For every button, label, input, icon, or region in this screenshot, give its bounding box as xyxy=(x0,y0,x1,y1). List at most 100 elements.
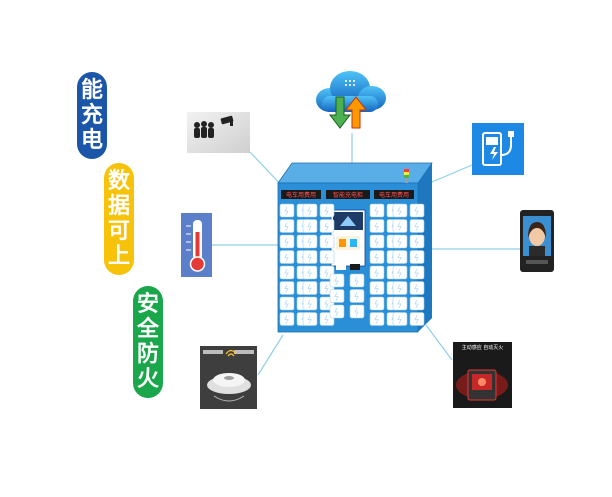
feature-pill-fire-safety: 安 全 防 火 xyxy=(133,286,163,398)
bolt-mark-icon xyxy=(374,222,379,231)
locker-door-grid xyxy=(279,203,425,326)
bolt-mark-icon xyxy=(284,315,289,324)
locker-door xyxy=(279,296,295,311)
feature-char: 安 xyxy=(136,292,159,317)
bolt-mark-icon xyxy=(374,299,379,309)
locker-door xyxy=(392,250,408,264)
people-camera-icon xyxy=(187,112,250,153)
locker-door xyxy=(369,296,385,311)
bolt-mark-icon xyxy=(284,284,289,293)
feature-char: 据 xyxy=(107,194,130,219)
bolt-mark-icon xyxy=(414,299,419,309)
bolt-mark-icon xyxy=(374,284,379,293)
fire-extinguisher-screen-icon: 主动感应 自动灭火 xyxy=(453,342,512,408)
feature-char: 电 xyxy=(80,128,103,153)
bolt-mark-icon xyxy=(414,284,419,293)
connector-line xyxy=(425,324,453,361)
locker-door xyxy=(409,312,425,326)
bolt-mark-icon xyxy=(334,307,339,317)
bolt-mark-icon xyxy=(397,284,402,293)
locker-door xyxy=(349,273,365,288)
locker-door xyxy=(369,234,385,249)
feature-char: 上 xyxy=(107,244,130,269)
bolt-mark-icon xyxy=(284,222,289,231)
bolt-mark-icon xyxy=(414,268,419,278)
locker-door xyxy=(409,219,425,233)
bolt-mark-icon xyxy=(324,206,329,216)
locker-door xyxy=(409,203,425,218)
face-recognition-terminal-icon xyxy=(520,210,554,272)
bolt-mark-icon xyxy=(307,237,312,247)
bolt-mark-icon xyxy=(284,206,289,216)
bolt-mark-icon xyxy=(374,206,379,216)
locker-door xyxy=(349,289,365,303)
bolt-mark-icon xyxy=(354,307,359,317)
bolt-mark-icon xyxy=(324,253,329,262)
locker-door xyxy=(319,250,335,264)
bolt-mark-icon xyxy=(414,315,419,324)
bolt-mark-icon xyxy=(307,268,312,278)
bolt-mark-icon xyxy=(324,315,329,324)
feature-char: 能 xyxy=(80,78,103,103)
smoke-detector-icon xyxy=(200,346,257,409)
locker-door xyxy=(392,265,408,280)
cloud-data-arrows-icon xyxy=(316,71,386,129)
locker-door xyxy=(392,312,408,326)
locker-door xyxy=(302,203,318,218)
bolt-mark-icon xyxy=(284,237,289,247)
connector-line xyxy=(424,164,473,186)
connector-lines xyxy=(212,133,520,376)
feature-char: 火 xyxy=(136,367,159,392)
locker-door xyxy=(392,234,408,249)
locker-door xyxy=(409,296,425,311)
bolt-mark-icon xyxy=(324,284,329,293)
feature-char: 全 xyxy=(136,317,159,342)
locker-door xyxy=(409,234,425,249)
bolt-mark-icon xyxy=(397,206,402,216)
locker-door xyxy=(392,219,408,233)
locker-door xyxy=(409,281,425,295)
locker-door xyxy=(392,281,408,295)
bolt-mark-icon xyxy=(414,206,419,216)
locker-door xyxy=(279,203,295,218)
locker-door xyxy=(279,281,295,295)
bolt-mark-icon xyxy=(397,299,402,309)
feature-char: 防 xyxy=(136,342,159,367)
locker-door xyxy=(369,281,385,295)
bolt-mark-icon xyxy=(307,284,312,293)
connector-line xyxy=(257,334,284,376)
cabinet-header-left: 电车用费用 xyxy=(286,191,316,199)
locker-door xyxy=(329,273,345,288)
bolt-mark-icon xyxy=(307,206,312,216)
thermometer-icon xyxy=(181,213,212,277)
locker-door xyxy=(369,219,385,233)
bolt-mark-icon xyxy=(374,268,379,278)
bolt-mark-icon xyxy=(284,299,289,309)
bolt-mark-icon xyxy=(334,292,339,301)
bolt-mark-icon xyxy=(397,315,402,324)
bolt-mark-icon xyxy=(397,222,402,231)
locker-door xyxy=(302,281,318,295)
locker-door xyxy=(302,296,318,311)
cabinet-header-center: 智能充电柜 xyxy=(333,191,363,199)
cabinet-header-right: 电车用费用 xyxy=(379,191,409,199)
locker-door xyxy=(349,304,365,319)
bolt-mark-icon xyxy=(334,276,339,286)
locker-door xyxy=(329,304,345,319)
bolt-mark-icon xyxy=(324,237,329,247)
locker-door xyxy=(369,203,385,218)
locker-door xyxy=(302,250,318,264)
locker-door xyxy=(319,203,335,218)
locker-door xyxy=(302,219,318,233)
bolt-mark-icon xyxy=(307,222,312,231)
bolt-mark-icon xyxy=(324,268,329,278)
bolt-mark-icon xyxy=(374,237,379,247)
locker-door xyxy=(369,265,385,280)
feature-char: 充 xyxy=(80,103,103,128)
locker-door xyxy=(409,250,425,264)
locker-door xyxy=(329,289,345,303)
bolt-mark-icon xyxy=(284,253,289,262)
bolt-mark-icon xyxy=(414,222,419,231)
bolt-mark-icon xyxy=(374,315,379,324)
